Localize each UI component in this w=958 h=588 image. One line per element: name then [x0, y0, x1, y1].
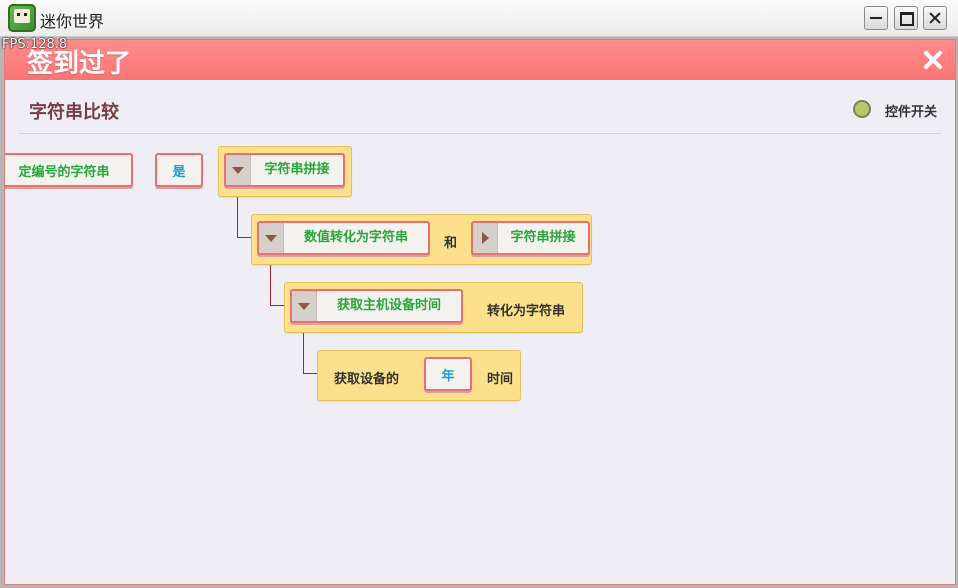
slot-label: 字符串拼接: [264, 162, 330, 177]
app-icon: [8, 4, 36, 32]
block-connector: [303, 322, 304, 374]
chevron-down-icon: [232, 167, 244, 174]
device-time-block[interactable]: 获取设备的 年 时间: [317, 350, 521, 401]
block-connector: [270, 305, 292, 306]
block-connector: [237, 186, 238, 238]
slot-label: 获取主机设备时间: [336, 298, 441, 313]
chevron-down-icon: [265, 235, 277, 242]
banner-text: 签到过了: [27, 49, 132, 79]
device-time-slot[interactable]: 获取主机设备时间: [290, 289, 463, 323]
operator-slot[interactable]: 是: [155, 153, 203, 187]
toggle-circle-icon[interactable]: [853, 100, 871, 118]
string-slot[interactable]: 定编号的字符串: [5, 153, 133, 187]
notification-banner: 签到过了: [5, 40, 955, 80]
block-canvas: 定编号的字符串 是 字符串拼接 数值转化为字符串 和: [5, 140, 955, 580]
dropdown-toggle[interactable]: [259, 223, 284, 253]
chevron-down-icon: [298, 303, 310, 310]
slot-label: 数值转化为字符串: [303, 230, 408, 245]
block-connector: [270, 254, 271, 306]
close-icon[interactable]: [923, 6, 947, 30]
divider: [19, 133, 941, 134]
block-editor-dialog: 签到过了 字符串比较 控件开关 定编号的字符串 是: [4, 39, 956, 585]
close-icon[interactable]: [919, 46, 947, 74]
slot-label: 年: [441, 368, 455, 384]
string-concat-slot[interactable]: 字符串拼接: [224, 153, 345, 187]
block-connector: [303, 373, 325, 374]
string-concat-slot[interactable]: 字符串拼接: [471, 221, 590, 255]
time-unit-slot[interactable]: 年: [424, 357, 472, 391]
to-string-block[interactable]: 获取主机设备时间 转化为字符串: [284, 282, 583, 333]
window-title: 迷你世界: [40, 12, 105, 31]
game-area: FPS:128.8 签到过了 字符串比较 控件开关 定编号的字符串 是: [0, 37, 958, 588]
time-label: 时间: [487, 372, 514, 387]
string-concat-block[interactable]: 字符串拼接: [218, 146, 352, 197]
string-concat-block[interactable]: 数值转化为字符串 和 字符串拼接: [251, 214, 592, 265]
slot-label: 字符串拼接: [510, 230, 576, 245]
window-titlebar: 迷你世界: [0, 0, 958, 37]
chevron-right-icon: [482, 232, 489, 244]
toggle-label: 控件开关: [885, 105, 938, 120]
to-string-label: 转化为字符串: [487, 304, 566, 319]
slot-label: 定编号的字符串: [18, 164, 110, 180]
slot-label: 是: [172, 164, 186, 180]
minimize-icon[interactable]: [864, 6, 888, 30]
fps-counter: FPS:128.8: [2, 37, 68, 52]
maximize-icon[interactable]: [894, 6, 918, 30]
expand-toggle[interactable]: [473, 223, 498, 253]
dropdown-toggle[interactable]: [226, 155, 251, 185]
and-label: 和: [444, 236, 458, 251]
block-connector: [237, 237, 259, 238]
get-device-label: 获取设备的: [334, 372, 400, 387]
number-to-string-slot[interactable]: 数值转化为字符串: [257, 221, 430, 255]
dropdown-toggle[interactable]: [292, 291, 317, 321]
page-title: 字符串比较: [29, 102, 119, 123]
